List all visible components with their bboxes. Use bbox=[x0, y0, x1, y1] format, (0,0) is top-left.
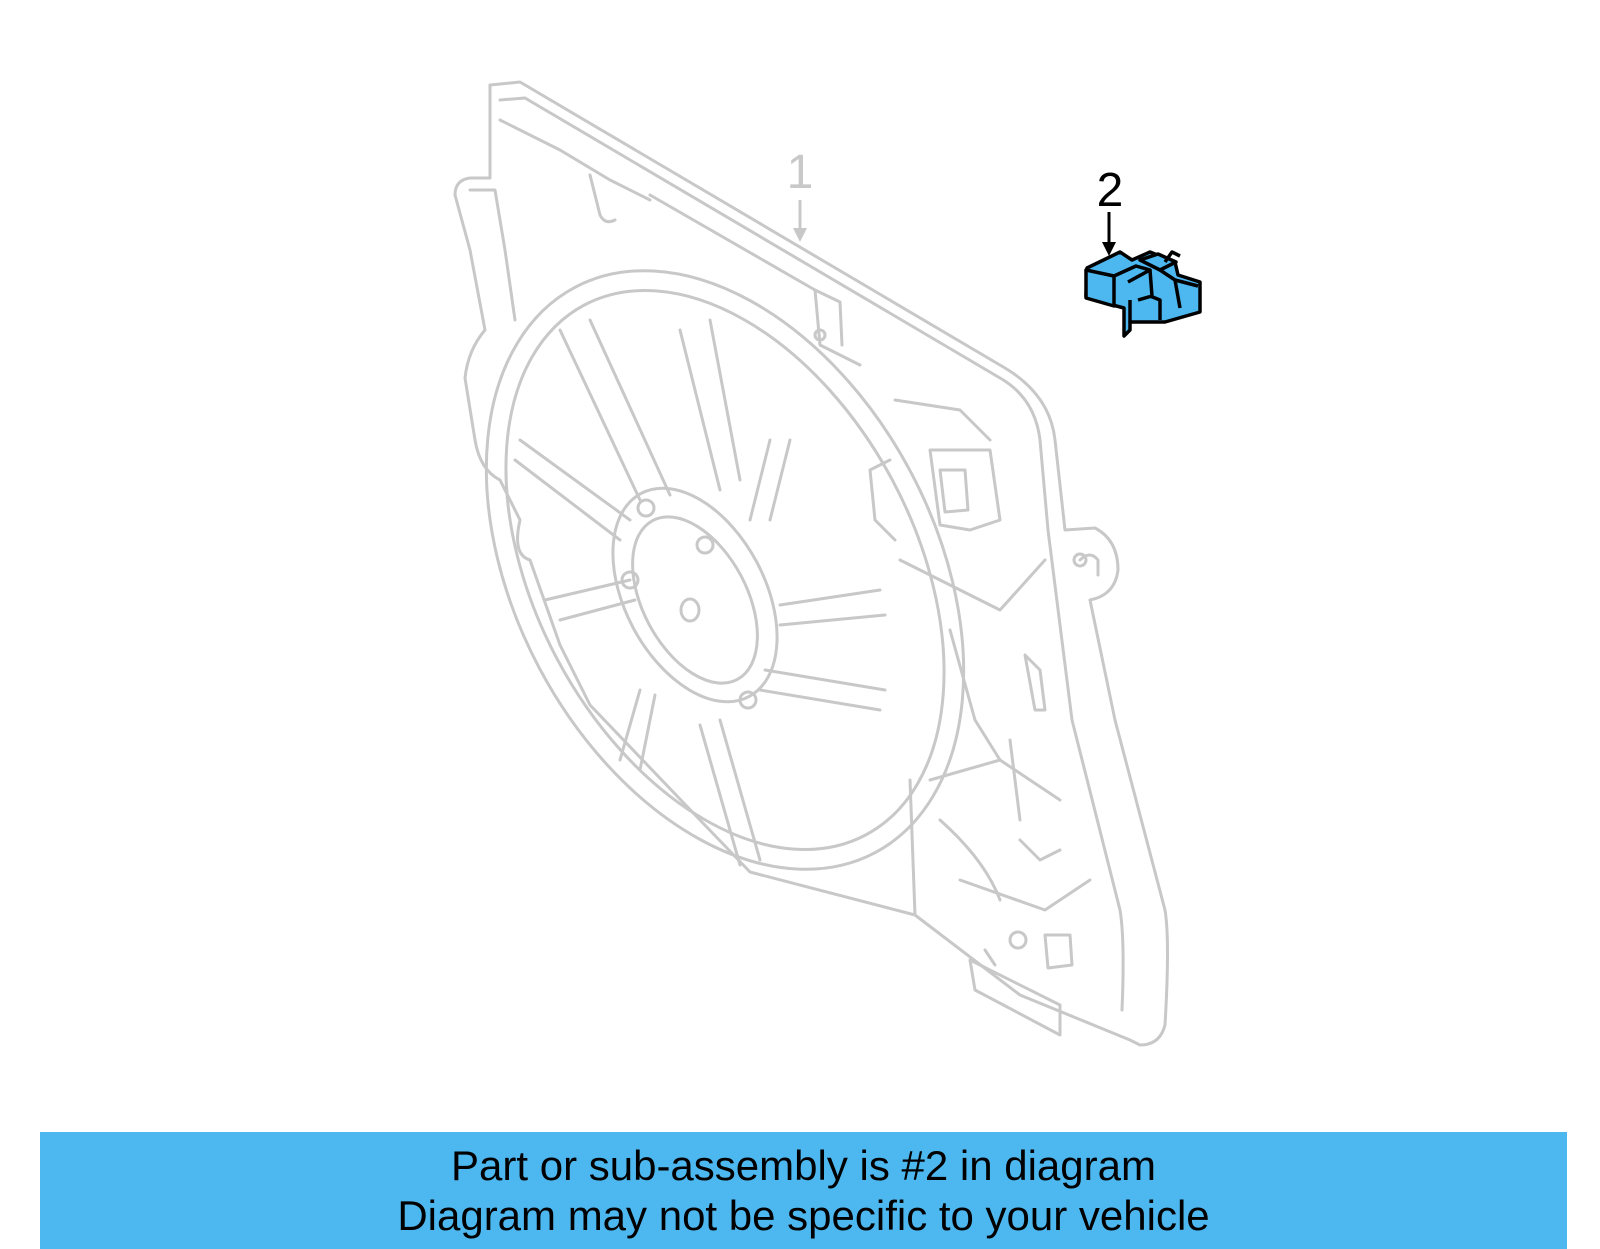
arrowhead-1 bbox=[793, 228, 807, 242]
fan-module-connector-icon bbox=[1084, 250, 1202, 338]
callout-part-1: 1 bbox=[787, 146, 814, 242]
callout-label-1: 1 bbox=[787, 146, 814, 199]
info-banner: Part or sub-assembly is #2 in diagram Di… bbox=[40, 1132, 1567, 1249]
banner-line-disclaimer: Diagram may not be specific to your vehi… bbox=[397, 1191, 1210, 1239]
fan-shroud-assembly-icon bbox=[453, 80, 1169, 1047]
banner-line-part-number: Part or sub-assembly is #2 in diagram bbox=[451, 1141, 1156, 1189]
arrowhead-2 bbox=[1102, 242, 1116, 256]
callout-label-2: 2 bbox=[1097, 164, 1124, 217]
callout-part-2: 2 bbox=[1097, 164, 1124, 256]
